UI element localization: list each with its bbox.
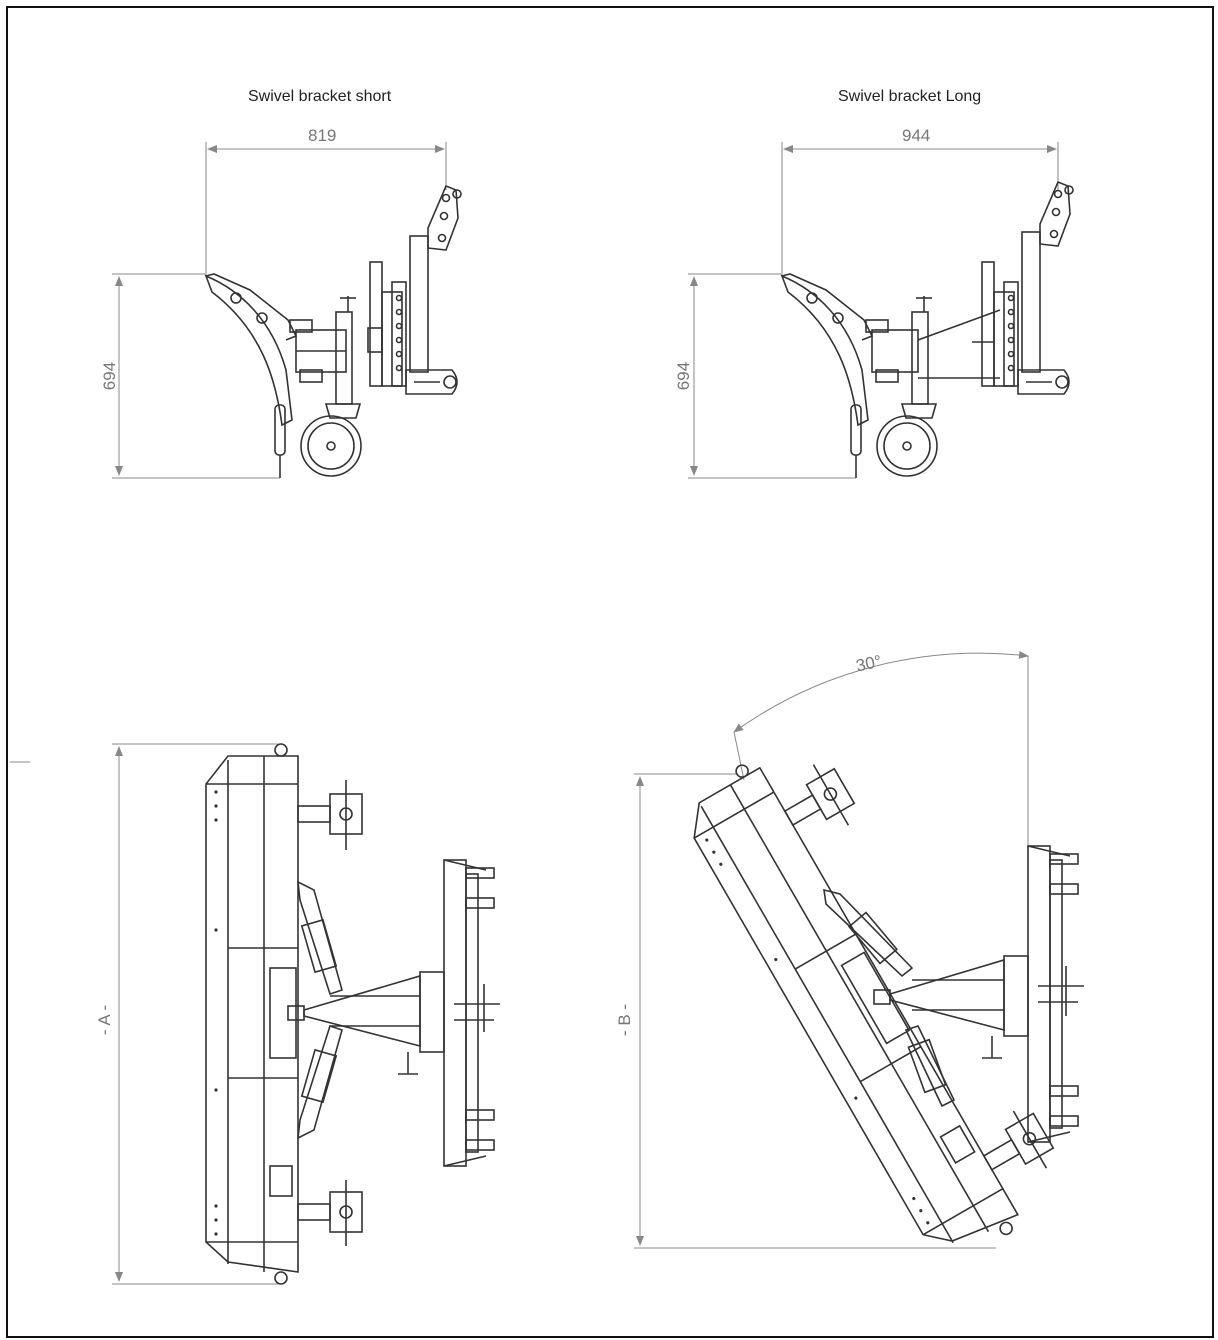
hitch-bracket-short [405, 184, 462, 395]
caster-wheel-long [876, 296, 938, 477]
top-view-angled [634, 650, 1084, 1249]
dimension-width-long: 944 [902, 126, 931, 145]
dimension-lines-short [112, 142, 447, 479]
a-frame-straight [287, 971, 445, 1075]
hydraulic-cylinders-straight [297, 880, 343, 1140]
title-swivel-bracket-short: Swivel bracket short [248, 88, 392, 105]
dimension-lines-long [688, 142, 1059, 479]
mounting-frame-angled [1027, 845, 1084, 1143]
dimension-height-long: 694 [674, 361, 693, 391]
dimension-lines-b [634, 773, 996, 1249]
dimension-width-short: 819 [308, 126, 337, 145]
hydraulic-cylinders-angled [823, 888, 956, 1108]
dimension-a-label: - A - [95, 1004, 114, 1036]
blade-straight [205, 743, 299, 1285]
frame-arm-long [865, 309, 1001, 383]
caster-wheel-short [300, 296, 362, 477]
moldboard-side-long [780, 273, 874, 478]
hitch-bracket-long [1017, 180, 1074, 395]
side-view-long [688, 142, 1074, 479]
side-view-short [112, 142, 462, 479]
mounting-plate-long [972, 261, 1019, 387]
dimension-height-short: 694 [100, 361, 119, 391]
blade-angled [693, 764, 1055, 1244]
mounting-plate-short [367, 261, 407, 387]
mounting-frame-straight [443, 859, 500, 1167]
angle-arc-30 [733, 650, 1029, 846]
skid-bracket-bottom [297, 1180, 363, 1246]
drawing-frame [6, 6, 1214, 1338]
dimension-b-label: - B - [615, 1003, 634, 1037]
frame-arm-short [289, 319, 347, 383]
moldboard-side-short [204, 273, 298, 478]
a-frame-angled [873, 955, 1029, 1059]
dimension-lines-a [112, 743, 278, 1285]
skid-bracket-top [297, 780, 363, 850]
top-view-straight [10, 743, 500, 1285]
title-swivel-bracket-long: Swivel bracket Long [838, 88, 982, 105]
